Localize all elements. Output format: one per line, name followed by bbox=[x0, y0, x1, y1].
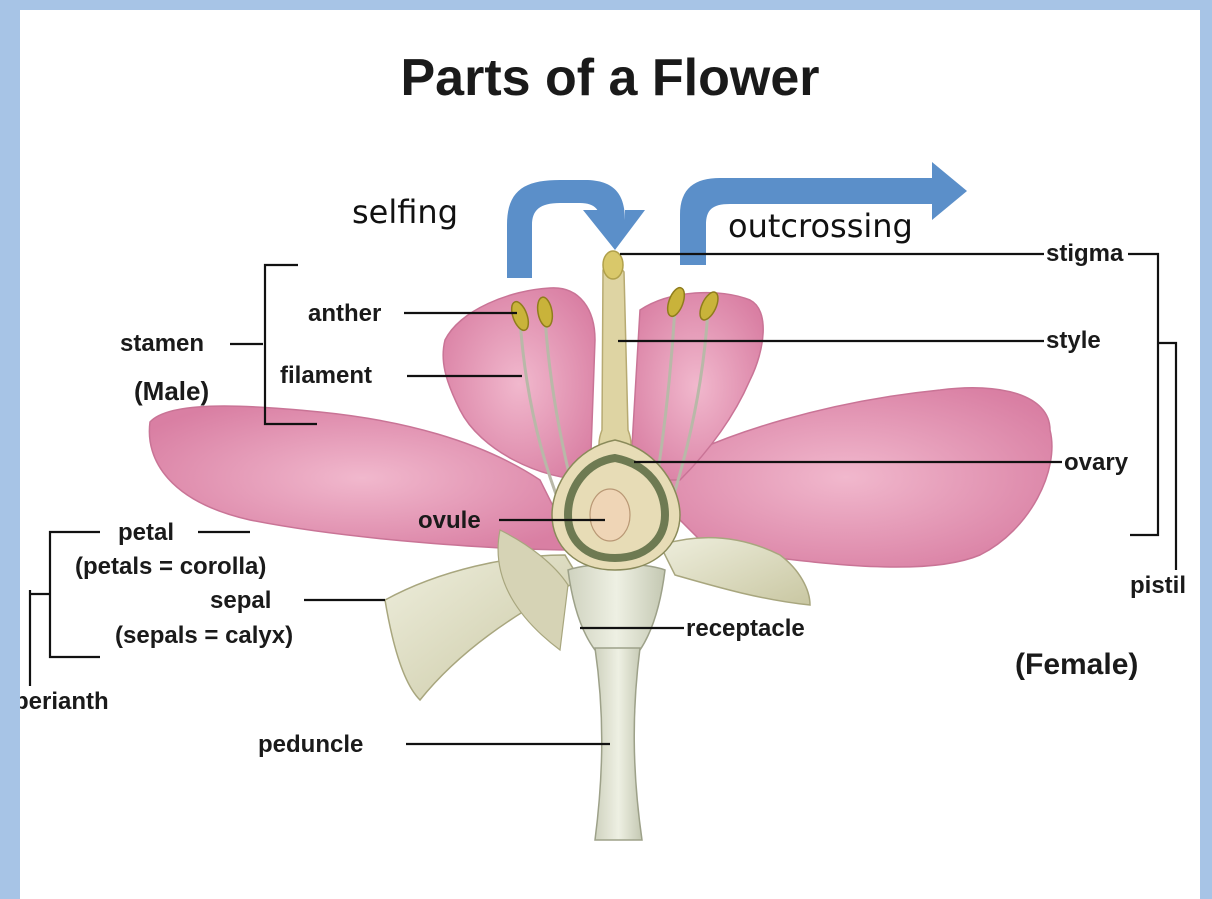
label-peduncle: peduncle bbox=[258, 733, 363, 757]
label-stamen: stamen bbox=[120, 332, 204, 356]
label-stigma: stigma bbox=[1046, 242, 1123, 266]
label-male: (Male) bbox=[134, 378, 209, 404]
label-sepal: sepal bbox=[210, 589, 271, 613]
label-petal: petal bbox=[118, 521, 174, 545]
page-title: Parts of a Flower bbox=[20, 48, 1200, 108]
label-filament: filament bbox=[280, 364, 372, 388]
flower-illustration bbox=[20, 10, 1200, 899]
receptacle-shape bbox=[568, 564, 665, 650]
label-receptacle: receptacle bbox=[686, 617, 805, 641]
stigma-shape bbox=[603, 251, 623, 279]
label-style: style bbox=[1046, 329, 1101, 353]
style-shape bbox=[599, 266, 631, 455]
label-ovule: ovule bbox=[418, 509, 481, 533]
ovule-shape bbox=[590, 489, 630, 541]
selfing-arrow bbox=[507, 180, 645, 278]
label-pistil: pistil bbox=[1130, 574, 1186, 598]
label-ovary: ovary bbox=[1064, 451, 1128, 475]
label-petals-corolla: (petals = corolla) bbox=[75, 555, 266, 579]
label-perianth: perianth bbox=[20, 690, 109, 714]
label-anther: anther bbox=[308, 302, 381, 326]
outcrossing-label: outcrossing bbox=[728, 210, 913, 242]
label-female: (Female) bbox=[1015, 650, 1138, 680]
diagram-frame: Parts of a Flower selfing outcrossing st… bbox=[20, 10, 1200, 899]
label-sepals-calyx: (sepals = calyx) bbox=[115, 624, 293, 648]
selfing-label: selfing bbox=[352, 196, 458, 228]
